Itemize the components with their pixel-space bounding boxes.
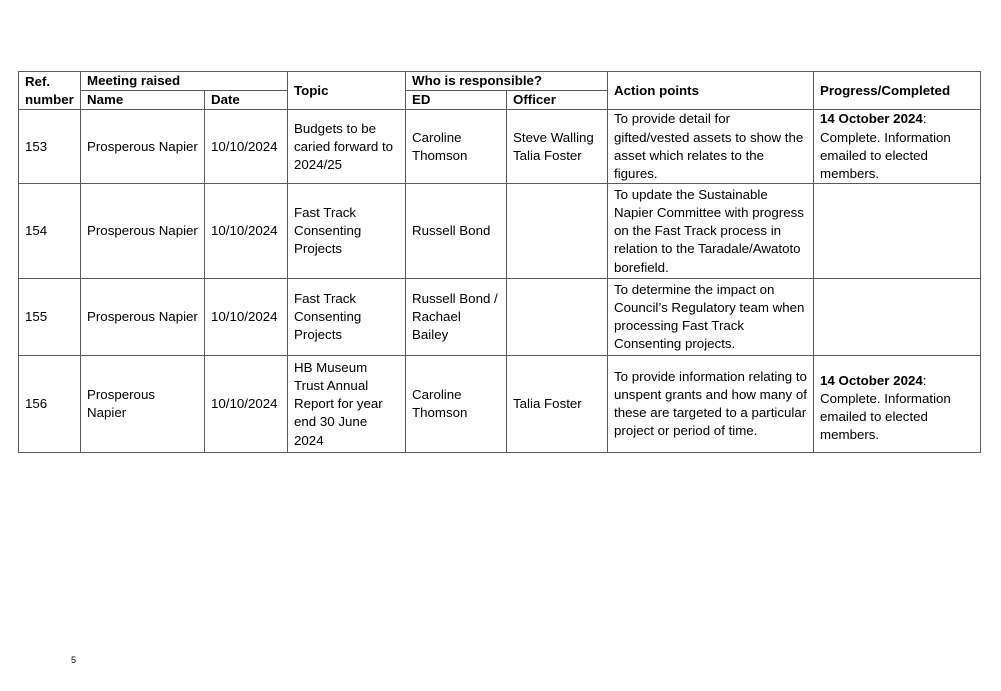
table-row: 154 Prosperous Napier 10/10/2024 Fast Tr… (18, 183, 982, 280)
action-cell: To update the Sustainable Napier Committ… (607, 183, 815, 280)
action-cell: To determine the impact on Council’s Reg… (607, 278, 815, 357)
progress-date: 14 October 2024 (820, 111, 923, 127)
topic-cell: Fast Track Consenting Projects (287, 278, 407, 357)
name-line1: Prosperous (87, 387, 155, 403)
ed-cell: Russell Bond / Rachael Bailey (405, 278, 508, 357)
action-points-header: Action points (607, 70, 815, 111)
table-row: 153 Prosperous Napier 10/10/2024 Budgets… (18, 109, 982, 185)
ref-number-header: Ref. number (18, 70, 81, 111)
progress-text: : Complete. Information emailed to elect… (820, 372, 951, 443)
meeting-raised-header: Meeting raised (79, 70, 289, 92)
ref-cell: 154 (18, 183, 81, 280)
topic-header: Topic (287, 70, 407, 111)
ref-header-line2: number (25, 91, 74, 107)
date-cell: 10/10/2024 (203, 278, 289, 357)
date-cell: 10/10/2024 (203, 183, 289, 280)
officer-cell (506, 183, 609, 280)
ed-cell: Russell Bond (405, 183, 508, 280)
who-responsible-header: Who is responsible? (405, 70, 609, 92)
officer-cell: Steve Walling Talia Foster (506, 109, 609, 185)
progress-header: Progress/Completed (813, 70, 982, 111)
page-number: 5 (71, 655, 77, 665)
ref-cell: 153 (18, 109, 81, 185)
action-points-table: Ref. number Meeting raised Topic Who is … (18, 70, 982, 454)
ref-header-line1: Ref. (25, 73, 51, 89)
ed-cell: Caroline Thomson (405, 355, 508, 454)
date-cell: 10/10/2024 (203, 355, 289, 454)
progress-cell (813, 278, 982, 357)
ed-header: ED (405, 90, 508, 111)
name-cell: Prosperous Napier (80, 355, 205, 454)
progress-cell: 14 October 2024: Complete. Information e… (813, 355, 982, 454)
name-header: Name (80, 90, 205, 111)
table-row: 155 Prosperous Napier 10/10/2024 Fast Tr… (18, 278, 982, 357)
date-cell: 10/10/2024 (203, 109, 289, 185)
action-cell: To provide information relating to unspe… (607, 355, 815, 454)
officer-line1: Steve Walling (513, 129, 594, 145)
table-row: 156 Prosperous Napier 10/10/2024 HB Muse… (18, 355, 982, 454)
officer-cell (506, 278, 609, 357)
name-cell: Prosperous Napier (80, 183, 205, 280)
topic-cell: Budgets to be caried forward to 2024/25 (287, 109, 407, 185)
officer-cell: Talia Foster (506, 355, 609, 454)
ref-cell: 155 (18, 278, 81, 357)
progress-date: 14 October 2024 (820, 372, 923, 388)
table-header-row: Ref. number Meeting raised Topic Who is … (18, 70, 982, 111)
ed-cell: Caroline Thomson (405, 109, 508, 185)
topic-cell: Fast Track Consenting Projects (287, 183, 407, 280)
name-cell: Prosperous Napier (80, 278, 205, 357)
name-cell: Prosperous Napier (80, 109, 205, 185)
officer-line2: Talia Foster (513, 147, 582, 163)
ref-cell: 156 (18, 355, 81, 454)
name-line2: Napier (87, 405, 127, 421)
topic-cell: HB Museum Trust Annual Report for year e… (287, 355, 407, 454)
action-cell: To provide detail for gifted/vested asse… (607, 109, 815, 185)
progress-cell (813, 183, 982, 280)
officer-header: Officer (506, 90, 609, 111)
progress-cell: 14 October 2024: Complete. Information e… (813, 109, 982, 185)
table-subheader-row: Name Date ED Officer (19, 90, 981, 111)
date-header: Date (203, 90, 289, 111)
progress-text: : Complete. Information emailed to elect… (820, 111, 951, 182)
